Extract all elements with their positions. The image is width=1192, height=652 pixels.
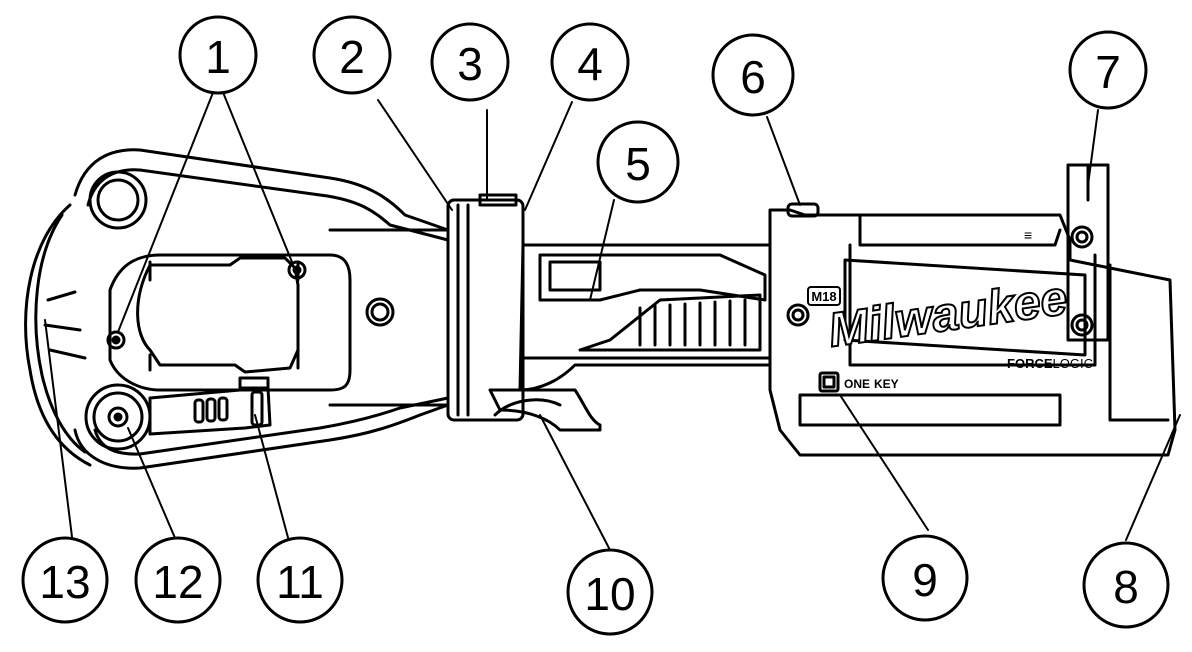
callout-7: 7 <box>1095 46 1121 98</box>
forcelogic-text: FORCELOGIC <box>1007 356 1093 371</box>
callout-2: 2 <box>339 31 365 83</box>
callout-13: 13 <box>39 556 90 608</box>
model-badge-text: M18 <box>811 289 836 304</box>
callout-10: 10 <box>584 568 635 620</box>
callout-circles <box>21 15 1170 636</box>
callout-1: 1 <box>205 31 231 83</box>
callout-9: 9 <box>912 554 938 606</box>
callout-12: 12 <box>152 556 203 608</box>
side-mark: ≡ <box>1024 227 1032 243</box>
main-body-grip <box>488 243 772 432</box>
callout-5: 5 <box>625 138 651 190</box>
callout-8: 8 <box>1113 561 1139 613</box>
callout-11: 11 <box>276 556 324 608</box>
brand-logo-text: Milwaukee <box>825 272 1070 358</box>
rotating-collar <box>446 193 525 422</box>
callout-leader-lines <box>44 79 1181 551</box>
callout-6: 6 <box>740 51 766 103</box>
callout-numbers: 1 2 3 4 5 6 7 8 9 10 11 12 13 <box>39 31 1138 620</box>
press-jaw-head <box>24 148 450 470</box>
rear-housing <box>768 163 1177 457</box>
callout-3: 3 <box>457 38 483 90</box>
callout-4: 4 <box>577 38 603 90</box>
